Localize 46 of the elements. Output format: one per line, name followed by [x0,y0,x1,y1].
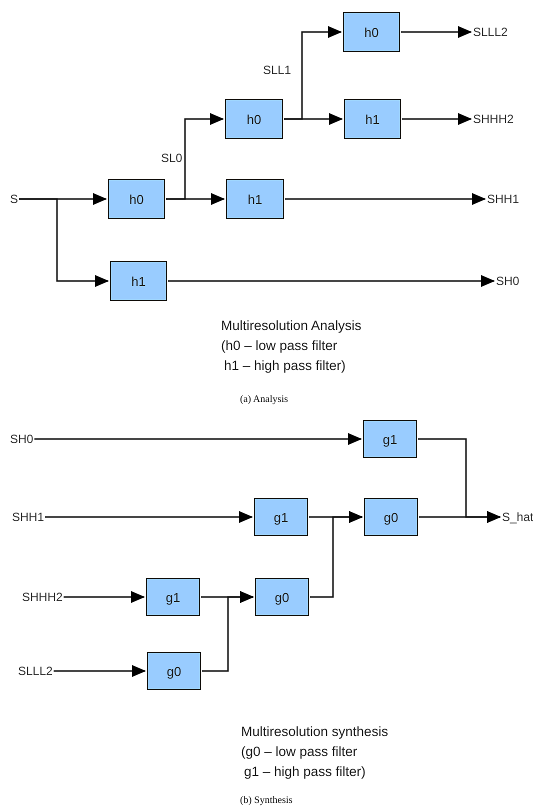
filter-box: h0 [108,179,165,219]
arrow [419,511,501,523]
filter-box: g0 [147,652,201,690]
filter-box: h1 [226,179,284,219]
arrow [45,511,253,523]
legend-note: Multiresolution Analysis [221,317,362,335]
arrow [284,113,343,125]
legend-note: (h0 – low pass filter [221,337,338,355]
filter-box: g1 [254,498,308,536]
signal-label: SH0 [10,432,34,446]
signal-label: SLLL2 [473,25,508,39]
signal-label: SHHH2 [22,590,63,604]
signal-label: S_hat [502,510,533,524]
arrow [166,193,225,205]
arrow [310,511,363,598]
legend-note: g1 – high pass filter) [244,763,366,781]
arrow [64,591,145,603]
signal-label: SLLL2 [18,664,53,678]
edge-label: SLL1 [262,63,292,77]
figure-caption: (b) Synthesis [240,795,292,806]
filter-box: h0 [225,99,283,139]
signal-label: SHH1 [487,192,520,206]
arrow [401,26,472,38]
filter-box: g0 [364,498,418,536]
figure-caption: (a) Analysis [240,394,288,405]
filter-box: h0 [343,12,400,52]
arrow [402,113,472,125]
signal-label: SHHH2 [473,112,514,126]
signal-label: S [10,192,18,206]
arrow [202,591,254,672]
arrow [19,198,109,287]
arrow [34,433,362,445]
edge-label: SL0 [160,151,184,165]
signal-label: SHH1 [12,510,44,524]
legend-note: h1 – high pass filter) [224,357,346,375]
signal-label: SH0 [496,274,520,288]
arrow [285,193,486,205]
filter-box: h1 [110,261,167,301]
arrow [168,275,495,287]
filter-box: g0 [255,578,309,616]
filter-box: g1 [363,420,417,458]
arrow [54,665,146,677]
filter-box: h1 [344,99,401,139]
legend-note: Multiresolution synthesis [241,723,388,741]
filter-box: g1 [146,578,200,616]
legend-note: (g0 – low pass filter [241,743,358,761]
